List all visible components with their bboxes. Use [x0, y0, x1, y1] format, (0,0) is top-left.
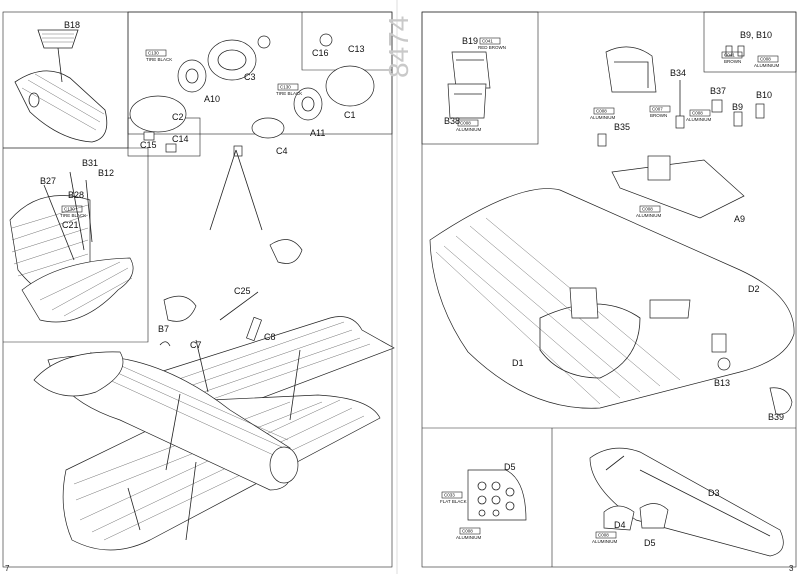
color-code: C007: [652, 107, 663, 112]
part-labels: B18 C3 C2 A10 C1 A11 C16 C13 C14 C15 C4 …: [40, 20, 784, 548]
label-c8: C8: [264, 332, 276, 342]
label-b9: B9: [732, 102, 743, 112]
label-d5-panel: D5: [504, 462, 516, 472]
inset-b9-frame: [703, 11, 797, 73]
label-a10: A10: [204, 94, 220, 104]
color-name: TIRE BLACK: [146, 57, 172, 62]
label-a9: A9: [734, 214, 745, 224]
label-b37: B37: [710, 86, 726, 96]
inset-seat-frame: [421, 11, 539, 145]
label-b31: B31: [82, 158, 98, 168]
b18-drawing: [14, 29, 108, 143]
color-code: C008: [760, 57, 771, 62]
cowling-drawing: [589, 447, 784, 557]
label-b28: B28: [68, 190, 84, 200]
color-name: ALUMINIUM: [590, 115, 616, 120]
label-b9-b10: B9, B10: [740, 30, 772, 40]
right-page-frame: [421, 11, 797, 568]
color-name: RED BROWN: [478, 45, 506, 50]
color-code: C008: [462, 529, 473, 534]
page-number-left: 7: [5, 564, 10, 573]
color-code: C008: [596, 109, 607, 114]
color-code: C130: [64, 207, 75, 212]
inset-b18-frame: [3, 12, 129, 149]
color-name: ALUMINIUM: [592, 539, 618, 544]
label-b38: B38: [444, 116, 460, 126]
label-c2: C2: [172, 112, 184, 122]
color-code: C041: [482, 39, 493, 44]
color-name: TIRE BLACK: [276, 91, 302, 96]
label-c1: C1: [344, 110, 356, 120]
label-c7: C7: [190, 340, 202, 350]
wheels-drawing: [129, 33, 375, 157]
tail-drawing: [9, 171, 134, 323]
label-b35: B35: [614, 122, 630, 132]
color-code: C008: [460, 121, 471, 126]
label-c15: C15: [140, 140, 157, 150]
color-name: ALUMINIUM: [754, 63, 780, 68]
label-d1: D1: [512, 358, 524, 368]
label-c14: C14: [172, 134, 189, 144]
label-b34: B34: [670, 68, 686, 78]
label-b12: B12: [98, 168, 114, 178]
color-code: C130: [148, 51, 159, 56]
color-name: BROWN: [724, 59, 741, 64]
seat-inset-drawing: [447, 51, 491, 119]
biplane-drawing: [33, 149, 395, 551]
label-d2: D2: [748, 284, 760, 294]
label-b10: B10: [756, 90, 772, 100]
label-c21: C21: [62, 220, 79, 230]
fuselage-drawing: [429, 188, 795, 415]
label-c3: C3: [244, 72, 256, 82]
color-code: C033: [444, 493, 455, 498]
label-c16: C16: [312, 48, 329, 58]
label-b39: B39: [768, 412, 784, 422]
label-c25: C25: [234, 286, 251, 296]
sheet-number: 8474: [383, 16, 414, 78]
color-name: FLAT BLACK: [440, 499, 467, 504]
cockpit-parts-drawing: [597, 45, 765, 219]
label-c13: C13: [348, 44, 365, 54]
label-b27: B27: [40, 176, 56, 186]
color-name: BROWN: [650, 113, 667, 118]
label-c4: C4: [276, 146, 288, 156]
color-name: ALUMINIUM: [456, 535, 482, 540]
color-name: ALUMINIUM: [636, 213, 662, 218]
page-number-right: 3: [789, 564, 794, 573]
label-b18: B18: [64, 20, 80, 30]
color-code: C008: [642, 207, 653, 212]
panel-drawing: [467, 469, 527, 521]
color-name: ALUMINIUM: [686, 117, 712, 122]
color-name: TIRE BLACK: [60, 213, 86, 218]
color-code: C130: [280, 85, 291, 90]
label-d4: D4: [614, 520, 626, 530]
color-name: ALUMINIUM: [456, 127, 482, 132]
label-b19: B19: [462, 36, 478, 46]
label-b13: B13: [714, 378, 730, 388]
color-code: C008: [598, 533, 609, 538]
label-a11: A11: [310, 128, 325, 138]
color-code: C008: [692, 111, 703, 116]
label-b7: B7: [158, 324, 169, 334]
label-d5-cowl: D5: [644, 538, 656, 548]
color-code: C041: [724, 53, 735, 58]
label-d3: D3: [708, 488, 720, 498]
inset-c13-frame: [301, 12, 392, 71]
color-callouts: C130 TIRE BLACK C130 TIRE BLACK C130 TIR…: [60, 37, 780, 544]
inset-tail-frame: [3, 147, 149, 343]
